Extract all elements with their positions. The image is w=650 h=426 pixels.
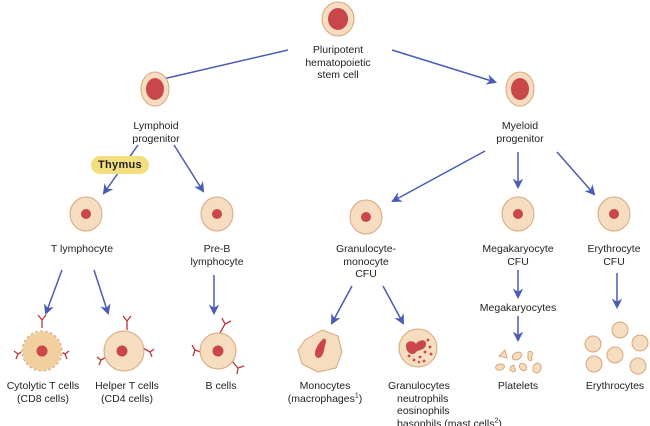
cytolytic-label-line: Cytolytic T cells (6, 380, 80, 392)
stem-cell-label: Pluripotent hematopoietic stem cell (305, 44, 370, 82)
gm-cfu-icon (349, 199, 383, 235)
arrow-myeloid-to-gm (391, 150, 486, 203)
erythrocytes-label-line: Erythrocytes (585, 380, 645, 392)
lymphoid-progenitor-icon (140, 71, 170, 107)
granulocytes-label-line: Granulocytes (388, 380, 450, 392)
arrow-t-to-cytolytic (44, 269, 63, 315)
stem-label-line: Pluripotent (312, 44, 364, 56)
thymus-badge: Thymus (91, 156, 149, 174)
platelets-label-line: Platelets (497, 380, 539, 392)
ery-cfu-label-line: CFU (603, 255, 625, 268)
mk-cfu-label-line: Megakaryocyte (482, 243, 554, 255)
platelets-icon (495, 349, 542, 374)
arrows (44, 49, 623, 343)
ery-cfu-label: Erythrocyte CFU (587, 243, 640, 268)
pre-b-label-line: lymphocyte (190, 255, 244, 268)
t-lymphocyte-icon (69, 196, 103, 232)
granulocytes-label-line: eosinophils (397, 405, 450, 417)
gm-cfu-label-line: Granulocyte- (335, 243, 397, 255)
gm-cfu-label-line: CFU (355, 268, 377, 280)
arrow-t-to-helper (93, 269, 111, 315)
ery-cfu-label-line: Erythrocyte (587, 243, 641, 255)
t-lymphocyte-label-line: T lymphocyte (50, 243, 114, 255)
t-lymphocyte-label: T lymphocyte (51, 243, 113, 256)
myeloid-label-line: progenitor (496, 132, 544, 145)
lymphoid-label-line: progenitor (132, 132, 180, 145)
granulocytes-label-line: basophils (mast cells2) (397, 417, 502, 426)
myeloid-progenitor-label: Myeloid progenitor (496, 120, 543, 145)
helper-t-cell-icon (96, 315, 155, 372)
mk-cfu-icon (501, 196, 535, 232)
platelets-label: Platelets (498, 380, 538, 393)
stem-label-line: stem cell (317, 69, 359, 81)
arrow-stem-to-myeloid (391, 49, 498, 85)
pre-b-label-line: Pre-B (203, 243, 231, 255)
pre-b-label: Pre-B lymphocyte (190, 243, 243, 268)
gm-cfu-label: Granulocyte- monocyte CFU (336, 243, 396, 281)
granulocyte-icon (398, 328, 438, 368)
megakaryocytes-label: Megakaryocytes (479, 302, 557, 314)
arrow-lymphoid-to-preb (173, 144, 205, 193)
myeloid-progenitor-icon (505, 71, 535, 107)
ery-cfu-icon (597, 196, 631, 232)
stem-label-line: hematopoietic (305, 56, 371, 69)
stem-cell-icon (321, 1, 355, 37)
mk-cfu-label-line: CFU (507, 255, 529, 268)
erythrocytes-label: Erythrocytes (586, 380, 644, 393)
granulocytes-label-line: neutrophils (397, 392, 449, 405)
arrow-myeloid-to-ery (556, 151, 596, 196)
mk-cfu-label: Megakaryocyte CFU (482, 243, 553, 268)
monocytes-label-line: Monocytes (299, 380, 351, 392)
lymphoid-label-line: Lymphoid (133, 120, 179, 132)
arrow-gm-to-granulocytes (382, 285, 404, 325)
b-cell-icon (191, 317, 245, 375)
cytolytic-t-cell-icon (13, 314, 70, 372)
helper-t-label: Helper T cells (CD4 cells) (95, 380, 159, 405)
helper-label-line: (CD4 cells) (101, 392, 153, 405)
monocytes-label: Monocytes (macrophages1) (288, 380, 363, 405)
cytolytic-t-label: Cytolytic T cells (CD8 cells) (7, 380, 80, 405)
granulocytes-label: Granulocytes neutrophils eosinophils bas… (388, 380, 502, 426)
myeloid-label-line: Myeloid (501, 120, 539, 132)
arrow-stem-to-lymphoid (147, 49, 289, 86)
pre-b-lymphocyte-icon (200, 196, 234, 232)
erythrocytes-icon (584, 321, 649, 375)
cytolytic-label-line: (CD8 cells) (17, 392, 69, 405)
b-cells-label-line: B cells (205, 380, 237, 392)
arrow-gm-to-monocytes (331, 285, 353, 325)
monocyte-icon (297, 329, 343, 373)
gm-cfu-label-line: monocyte (343, 255, 389, 268)
helper-label-line: Helper T cells (95, 380, 159, 392)
lymphoid-progenitor-label: Lymphoid progenitor (132, 120, 179, 145)
b-cells-label: B cells (206, 380, 237, 393)
monocytes-label-line: (macrophages1) (287, 392, 363, 405)
